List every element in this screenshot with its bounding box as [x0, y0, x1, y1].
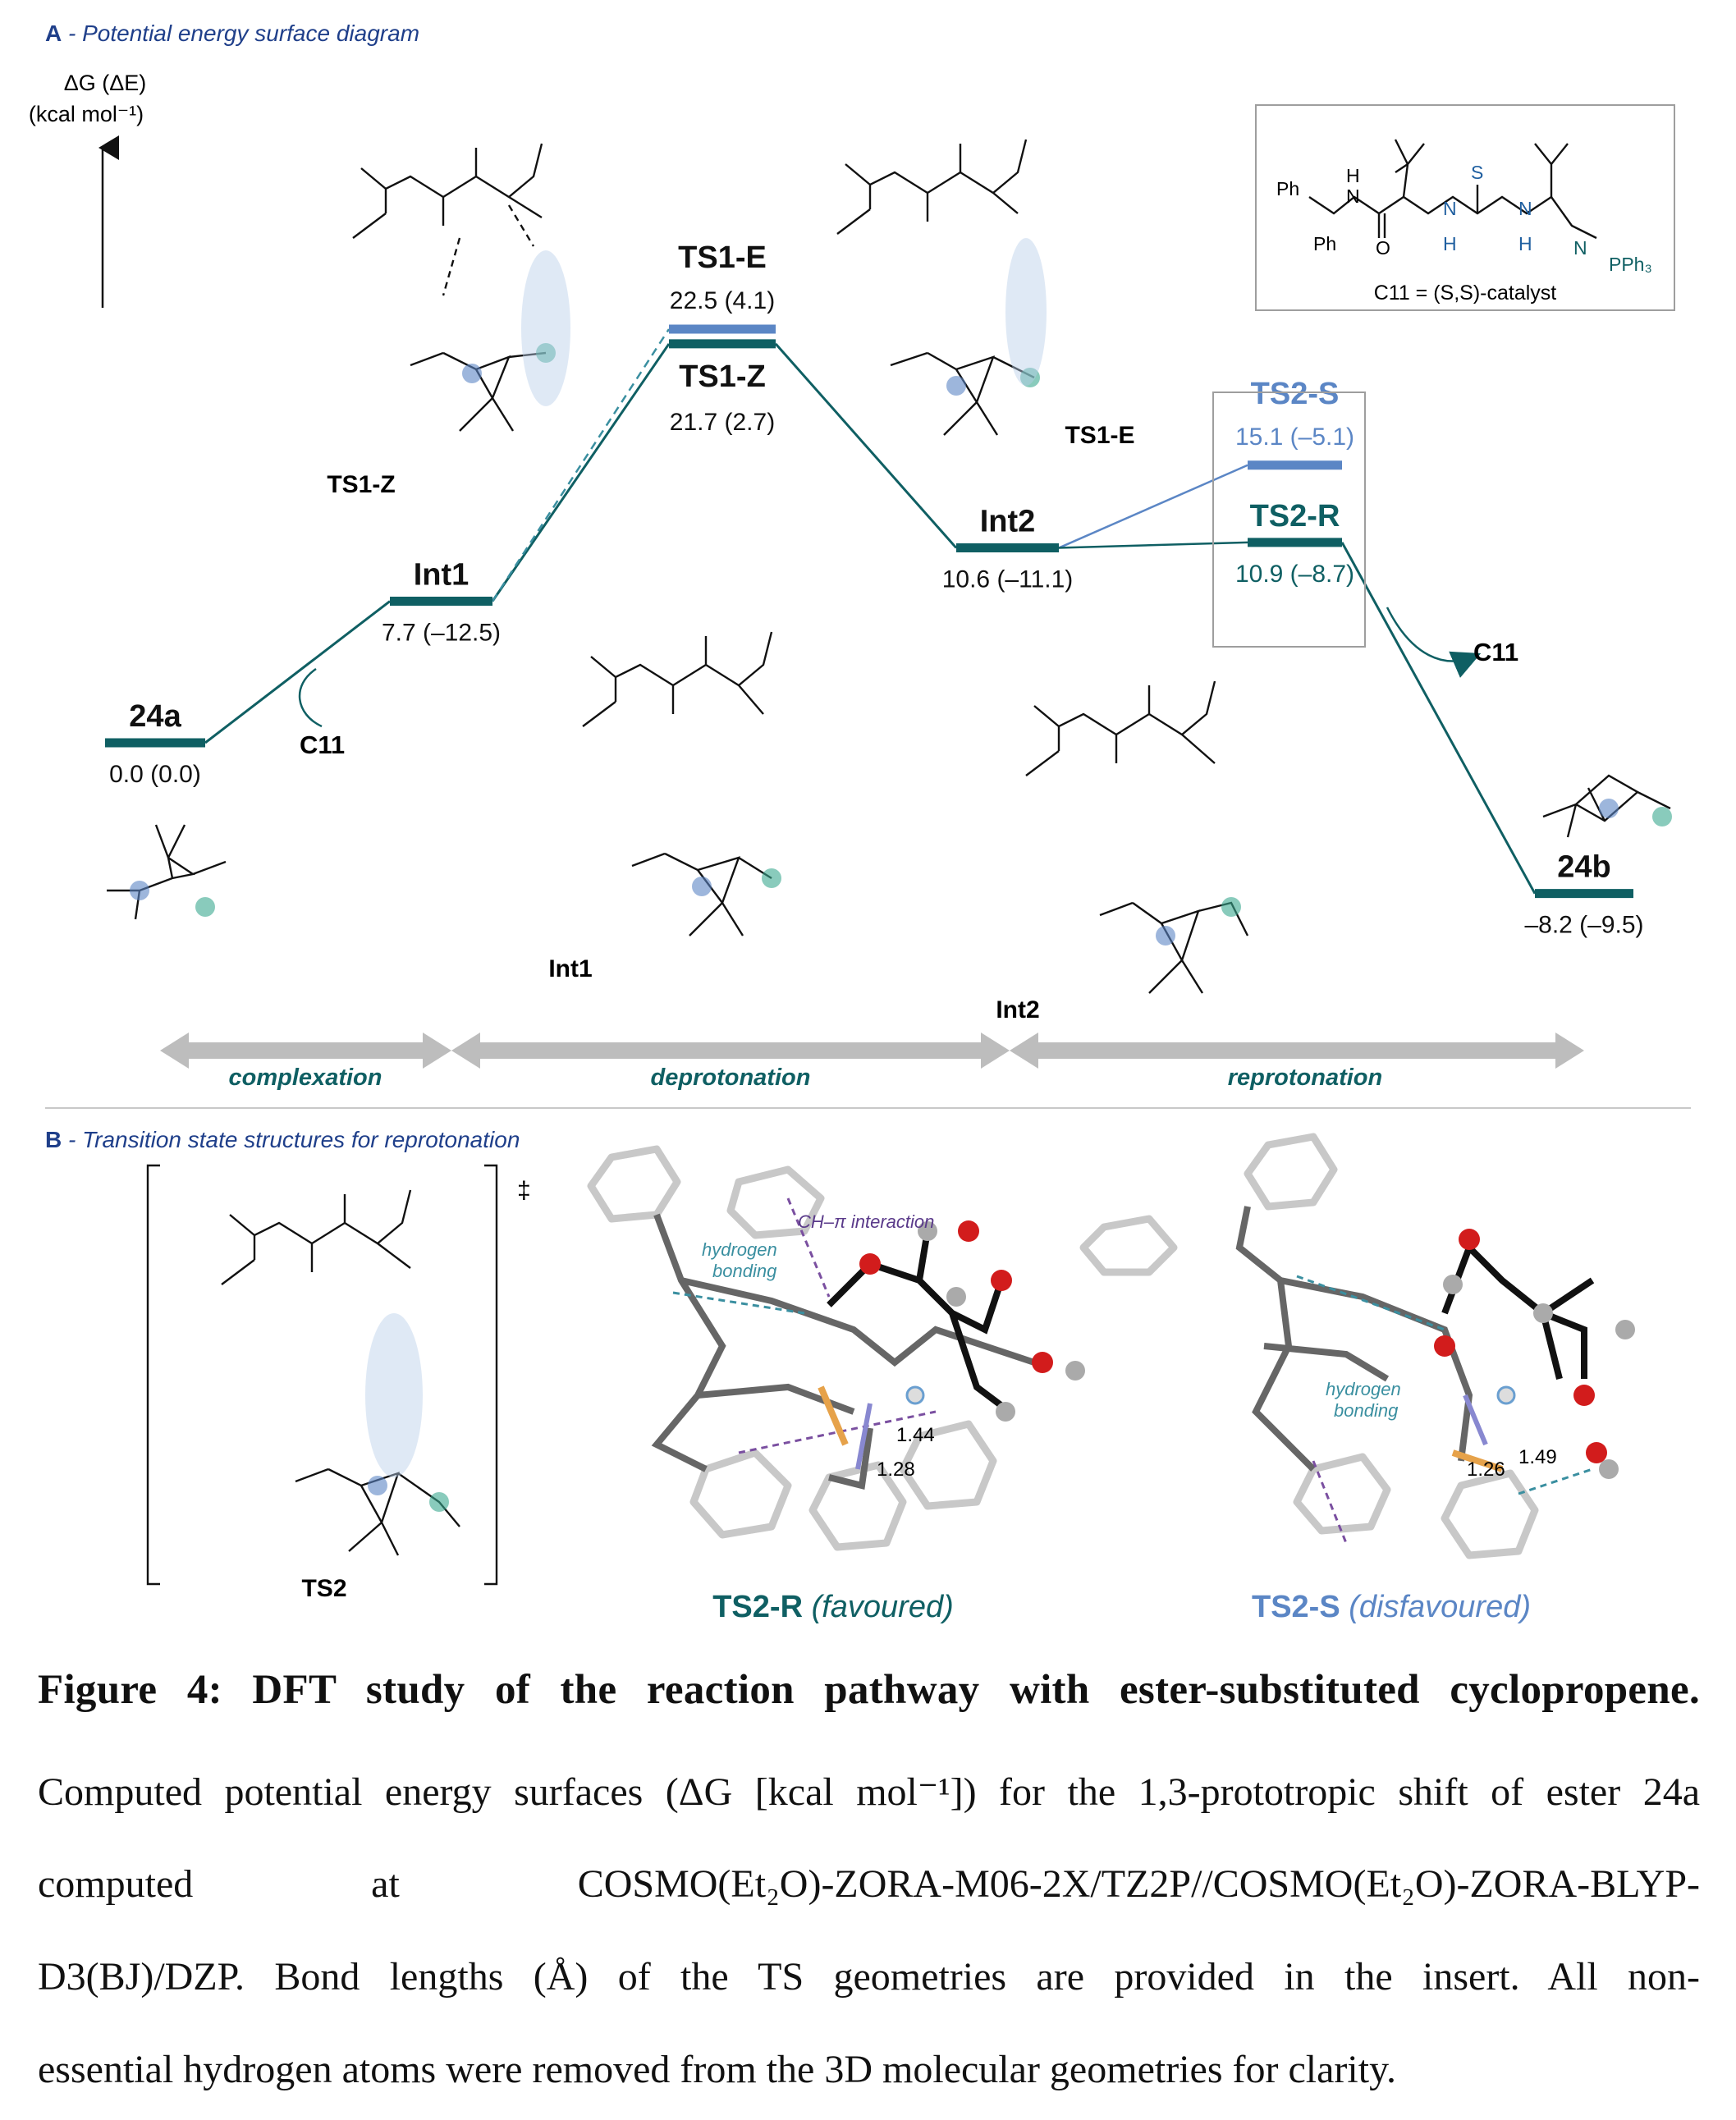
ts1e-structure-label: TS1-E [1065, 422, 1134, 449]
caption-line-4: essential hydrogen atoms were removed fr… [38, 2048, 1396, 2091]
ts2r-ch-pi: CH–π interaction [798, 1211, 934, 1232]
panel-a-title: A - Potential energy surface diagram [45, 21, 419, 46]
caption-line-2c: COSMO(Et₂O)-ZORA-M06-2X/TZ2P//COSMO(Et₂O… [577, 1862, 1700, 1906]
highlight-dots [130, 238, 1672, 1512]
energy-profile: 24a 0.0 (0.0) Int1 7.7 (–12.5) TS1-E 22.5 (4.… [105, 240, 1644, 939]
label-TS2-R: TS2-R [1250, 499, 1340, 533]
connector-Int2-TS2-S [1058, 464, 1248, 549]
svg-text:H: H [1346, 165, 1360, 186]
connector-Int1-TS1-E [491, 328, 671, 602]
svg-text:N: N [1443, 198, 1457, 219]
caption-line-3: D3(BJ)/DZP. Bond lengths (Å) of the TS g… [38, 1955, 1700, 1999]
svg-text:PPh₃: PPh₃ [1609, 254, 1652, 275]
svg-text:Ph: Ph [1313, 233, 1336, 254]
ts2r-3d-model [587, 1145, 1085, 1551]
svg-text:H: H [1443, 233, 1457, 254]
energy-TS2-R: 10.9 (–8.7) [1235, 561, 1354, 588]
ts2r-hb-2: bonding [712, 1261, 777, 1281]
connector-Int1-TS1-Z [491, 343, 671, 602]
phase-arrows [160, 1033, 1584, 1069]
figure-caption-title: Figure 4: DFT study of the reaction path… [38, 1667, 1700, 1713]
complexation-curve [298, 667, 323, 728]
label-Int2: Int2 [980, 505, 1036, 539]
caption-line-2: computed at COSMO(Et₂O)-ZORA-M06-2X/TZ2P… [38, 1861, 1700, 1907]
energy-Int2: 10.6 (–11.1) [942, 566, 1074, 593]
energy-TS2-S: 15.1 (–5.1) [1235, 424, 1354, 451]
catalyst-structure-box: Ph Ph H N O N H S N H N PPh₃ C11 = (S,S)… [1255, 104, 1675, 311]
svg-text:H: H [1518, 233, 1532, 254]
svg-text:S: S [1471, 162, 1483, 183]
connector-24a-Int1 [204, 600, 391, 744]
caption-line-1: Computed potential energy surfaces (ΔG [… [38, 1770, 1700, 1814]
svg-text:N: N [1518, 198, 1532, 219]
label-Int1: Int1 [414, 558, 469, 593]
ts2s-hb-2: bonding [1334, 1400, 1399, 1421]
energy-TS1-E: 22.5 (4.1) [670, 287, 775, 314]
energy-TS1-Z: 21.7 (2.7) [670, 409, 775, 436]
int1-structure-label: Int1 [548, 955, 592, 982]
y-axis-label-2: (kcal mol⁻¹) [29, 102, 144, 126]
c11-in-label: C11 [300, 730, 345, 759]
ts2s-hb-1: hydrogen [1326, 1379, 1401, 1399]
svg-text:Ph: Ph [1276, 178, 1299, 199]
ts2-bracket-label: TS2 [301, 1575, 346, 1602]
connector-TS1-Z-Int2 [774, 342, 958, 549]
catalyst-caption: C11 = (S,S)-catalyst [1374, 282, 1557, 304]
y-axis-label-1: ΔG (ΔE) [64, 71, 147, 95]
ts2r-hb-1: hydrogen [702, 1239, 777, 1260]
molecule-drawings [107, 139, 1671, 1586]
label-TS2-S: TS2-S [1251, 377, 1340, 411]
caption-line-2b: at [371, 1862, 400, 1906]
svg-text:N: N [1573, 237, 1587, 259]
connector-Int2-TS2-R [1058, 541, 1248, 549]
energy-Int1: 7.7 (–12.5) [382, 620, 501, 647]
figure-canvas: A - Potential energy surface diagram ΔG … [29, 21, 1691, 1624]
ts2r-caption: TS2-R (favoured) [712, 1590, 954, 1624]
svg-text:N: N [1346, 185, 1360, 207]
ts2s-3d-model [1079, 1133, 1635, 1559]
release-curve [1386, 607, 1482, 678]
svg-text:O: O [1376, 237, 1390, 259]
label-TS1-E: TS1-E [678, 240, 767, 275]
ts2s-d1: 1.26 [1467, 1458, 1505, 1481]
label-TS1-Z: TS1-Z [679, 359, 766, 394]
panel-b-title: B - Transition state structures for repr… [45, 1127, 520, 1152]
phase-deprotonation: deprotonation [651, 1065, 811, 1091]
ts2r-d2: 1.44 [896, 1424, 935, 1446]
ts2s-caption: TS2-S (disfavoured) [1252, 1590, 1531, 1624]
label-24a: 24a [129, 699, 181, 734]
label-24b: 24b [1557, 850, 1610, 885]
c11-out-label: C11 [1473, 638, 1518, 666]
int2-structure-label: Int2 [996, 996, 1039, 1023]
ts-dagger: ‡ [517, 1177, 531, 1204]
ts2-highlight-box [1212, 391, 1366, 648]
ts2s-d2: 1.49 [1518, 1446, 1557, 1468]
caption-line-2a: computed [38, 1862, 194, 1906]
energy-24b: –8.2 (–9.5) [1524, 912, 1643, 939]
energy-24a: 0.0 (0.0) [109, 761, 201, 788]
ts2r-d1: 1.28 [877, 1458, 915, 1481]
phase-reprotonation: reprotonation [1228, 1065, 1383, 1091]
ts1z-structure-label: TS1-Z [327, 471, 395, 498]
phase-complexation: complexation [229, 1065, 382, 1091]
connector-TS2-R-24b [1340, 542, 1537, 895]
